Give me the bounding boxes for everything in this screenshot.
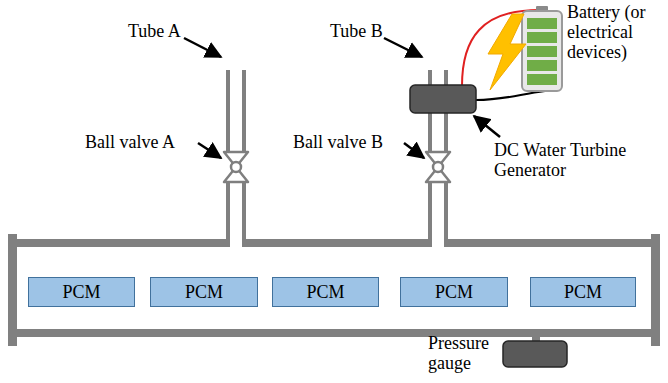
battery-cell <box>527 46 557 57</box>
leader-arrow <box>384 38 422 57</box>
tube-wall <box>444 180 448 240</box>
pressure-gauge <box>503 341 567 367</box>
pcm-box: PCM <box>272 277 379 307</box>
pipe-wall <box>14 329 654 337</box>
tube-opening <box>432 238 444 248</box>
black-wire <box>476 91 545 100</box>
battery-cell <box>527 32 557 43</box>
ball-valve <box>426 152 450 182</box>
tube-wall <box>242 180 246 240</box>
pcm-box: PCM <box>28 277 135 307</box>
ball-valve <box>231 162 241 172</box>
ball-valve <box>224 152 248 182</box>
pipe-interior <box>14 247 654 329</box>
battery-body <box>522 11 562 91</box>
battery-cell <box>527 18 557 29</box>
tube-wall <box>226 70 230 154</box>
battery-cell <box>527 60 557 71</box>
tube-wall <box>242 70 246 154</box>
pcm-box: PCM <box>150 277 258 307</box>
ball-valve <box>433 162 443 172</box>
leader-arrow <box>198 143 221 158</box>
lightning-bolt <box>488 14 526 90</box>
pipe-wall <box>14 239 654 247</box>
pcm-box: PCM <box>400 277 508 307</box>
leader-arrow <box>474 116 500 137</box>
node-text: PCM <box>185 282 223 302</box>
leader-arrow <box>404 143 424 158</box>
callout-label: Tube B <box>330 21 383 41</box>
node-text: PCM <box>62 282 100 302</box>
pipe-flange <box>8 234 17 346</box>
node-text: PCM <box>564 282 602 302</box>
turbine-generator <box>410 85 476 113</box>
callout-label: Tube A <box>128 21 181 41</box>
leader-arrow <box>184 38 221 57</box>
battery-cell <box>527 74 557 85</box>
callout-label: DC Water Turbine Generator <box>494 140 644 180</box>
tube-wall <box>428 180 432 240</box>
callout-label: Pressure gauge <box>428 333 502 373</box>
tube-opening <box>230 238 242 248</box>
node-text: PCM <box>306 282 344 302</box>
callout-label: Battery (or electrical devices) <box>567 2 666 62</box>
callout-label: Ball valve B <box>293 132 383 152</box>
node-text: PCM <box>435 282 473 302</box>
pcm-box: PCM <box>530 277 636 307</box>
tube-wall <box>226 180 230 240</box>
callout-label: Ball valve A <box>85 132 175 152</box>
pipe-flange <box>651 234 660 346</box>
